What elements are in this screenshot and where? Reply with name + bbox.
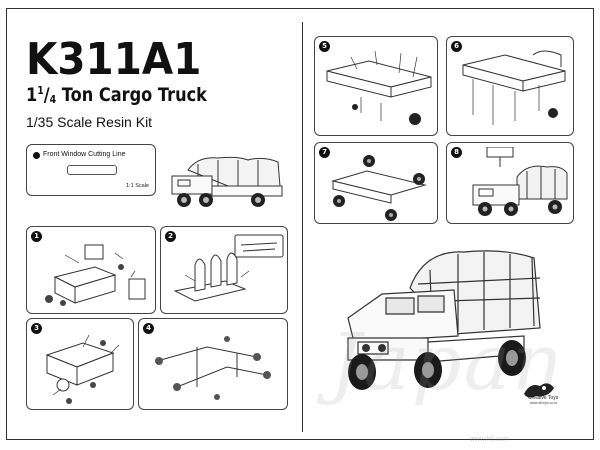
step-number: 2 xyxy=(165,231,176,242)
creative-toys-logo-icon xyxy=(524,383,554,398)
column-divider xyxy=(302,22,303,432)
step-1-box: 1 xyxy=(26,226,156,314)
step-7-box: 7 xyxy=(314,142,438,224)
finished-truck-illustration xyxy=(334,238,554,390)
step-8-box: 8 xyxy=(446,142,574,224)
bullet-icon xyxy=(33,152,40,159)
model-subtitle: 11/4 Ton Cargo Truck xyxy=(26,84,207,106)
subtitle-whole: 1 xyxy=(26,84,38,106)
step-1-diagram xyxy=(45,237,155,306)
step-4-box: 4 xyxy=(138,318,288,410)
subtitle-rest: Ton Cargo Truck xyxy=(56,84,207,106)
cutting-template-box: Front Window Cutting Line 1:1 Scale xyxy=(26,144,156,196)
step-number: 5 xyxy=(319,41,330,52)
brand-url: www.dfcnps.co.kr xyxy=(530,401,558,405)
brand-name: Creative Toys xyxy=(528,395,559,401)
step-4-diagram xyxy=(155,336,271,400)
step-number: 6 xyxy=(451,41,462,52)
step-6-diagram xyxy=(453,45,573,135)
window-cutting-outline xyxy=(67,165,117,175)
step-6-box: 6 xyxy=(446,36,574,136)
step-7-diagram xyxy=(321,155,437,221)
step-5-box: 5 xyxy=(314,36,438,136)
step-3-box: 3 xyxy=(26,318,134,410)
subtitle-numerator: 1 xyxy=(37,84,44,97)
kit-scale: 1/35 Scale Resin Kit xyxy=(26,114,153,130)
step-number: 4 xyxy=(143,323,154,334)
subtitle-denominator: 4 xyxy=(49,93,57,106)
step-3-diagram xyxy=(33,325,133,404)
step-2-box: 2 xyxy=(160,226,288,314)
cutting-template-label: Front Window Cutting Line xyxy=(43,151,126,158)
truck-side-illustration xyxy=(168,150,288,207)
step-5-diagram xyxy=(321,47,437,125)
instruction-sheet xyxy=(6,8,594,440)
cutting-template-scale: 1:1 Scale xyxy=(126,183,149,189)
step-number: 7 xyxy=(319,147,330,158)
watermark-url: www.hlj.com xyxy=(470,436,509,443)
step-number: 8 xyxy=(451,147,462,158)
model-title: K311A1 xyxy=(26,34,202,85)
step-2-diagram xyxy=(165,231,287,313)
step-number: 1 xyxy=(31,231,42,242)
step-number: 3 xyxy=(31,323,42,334)
step-8-diagram xyxy=(467,147,571,216)
